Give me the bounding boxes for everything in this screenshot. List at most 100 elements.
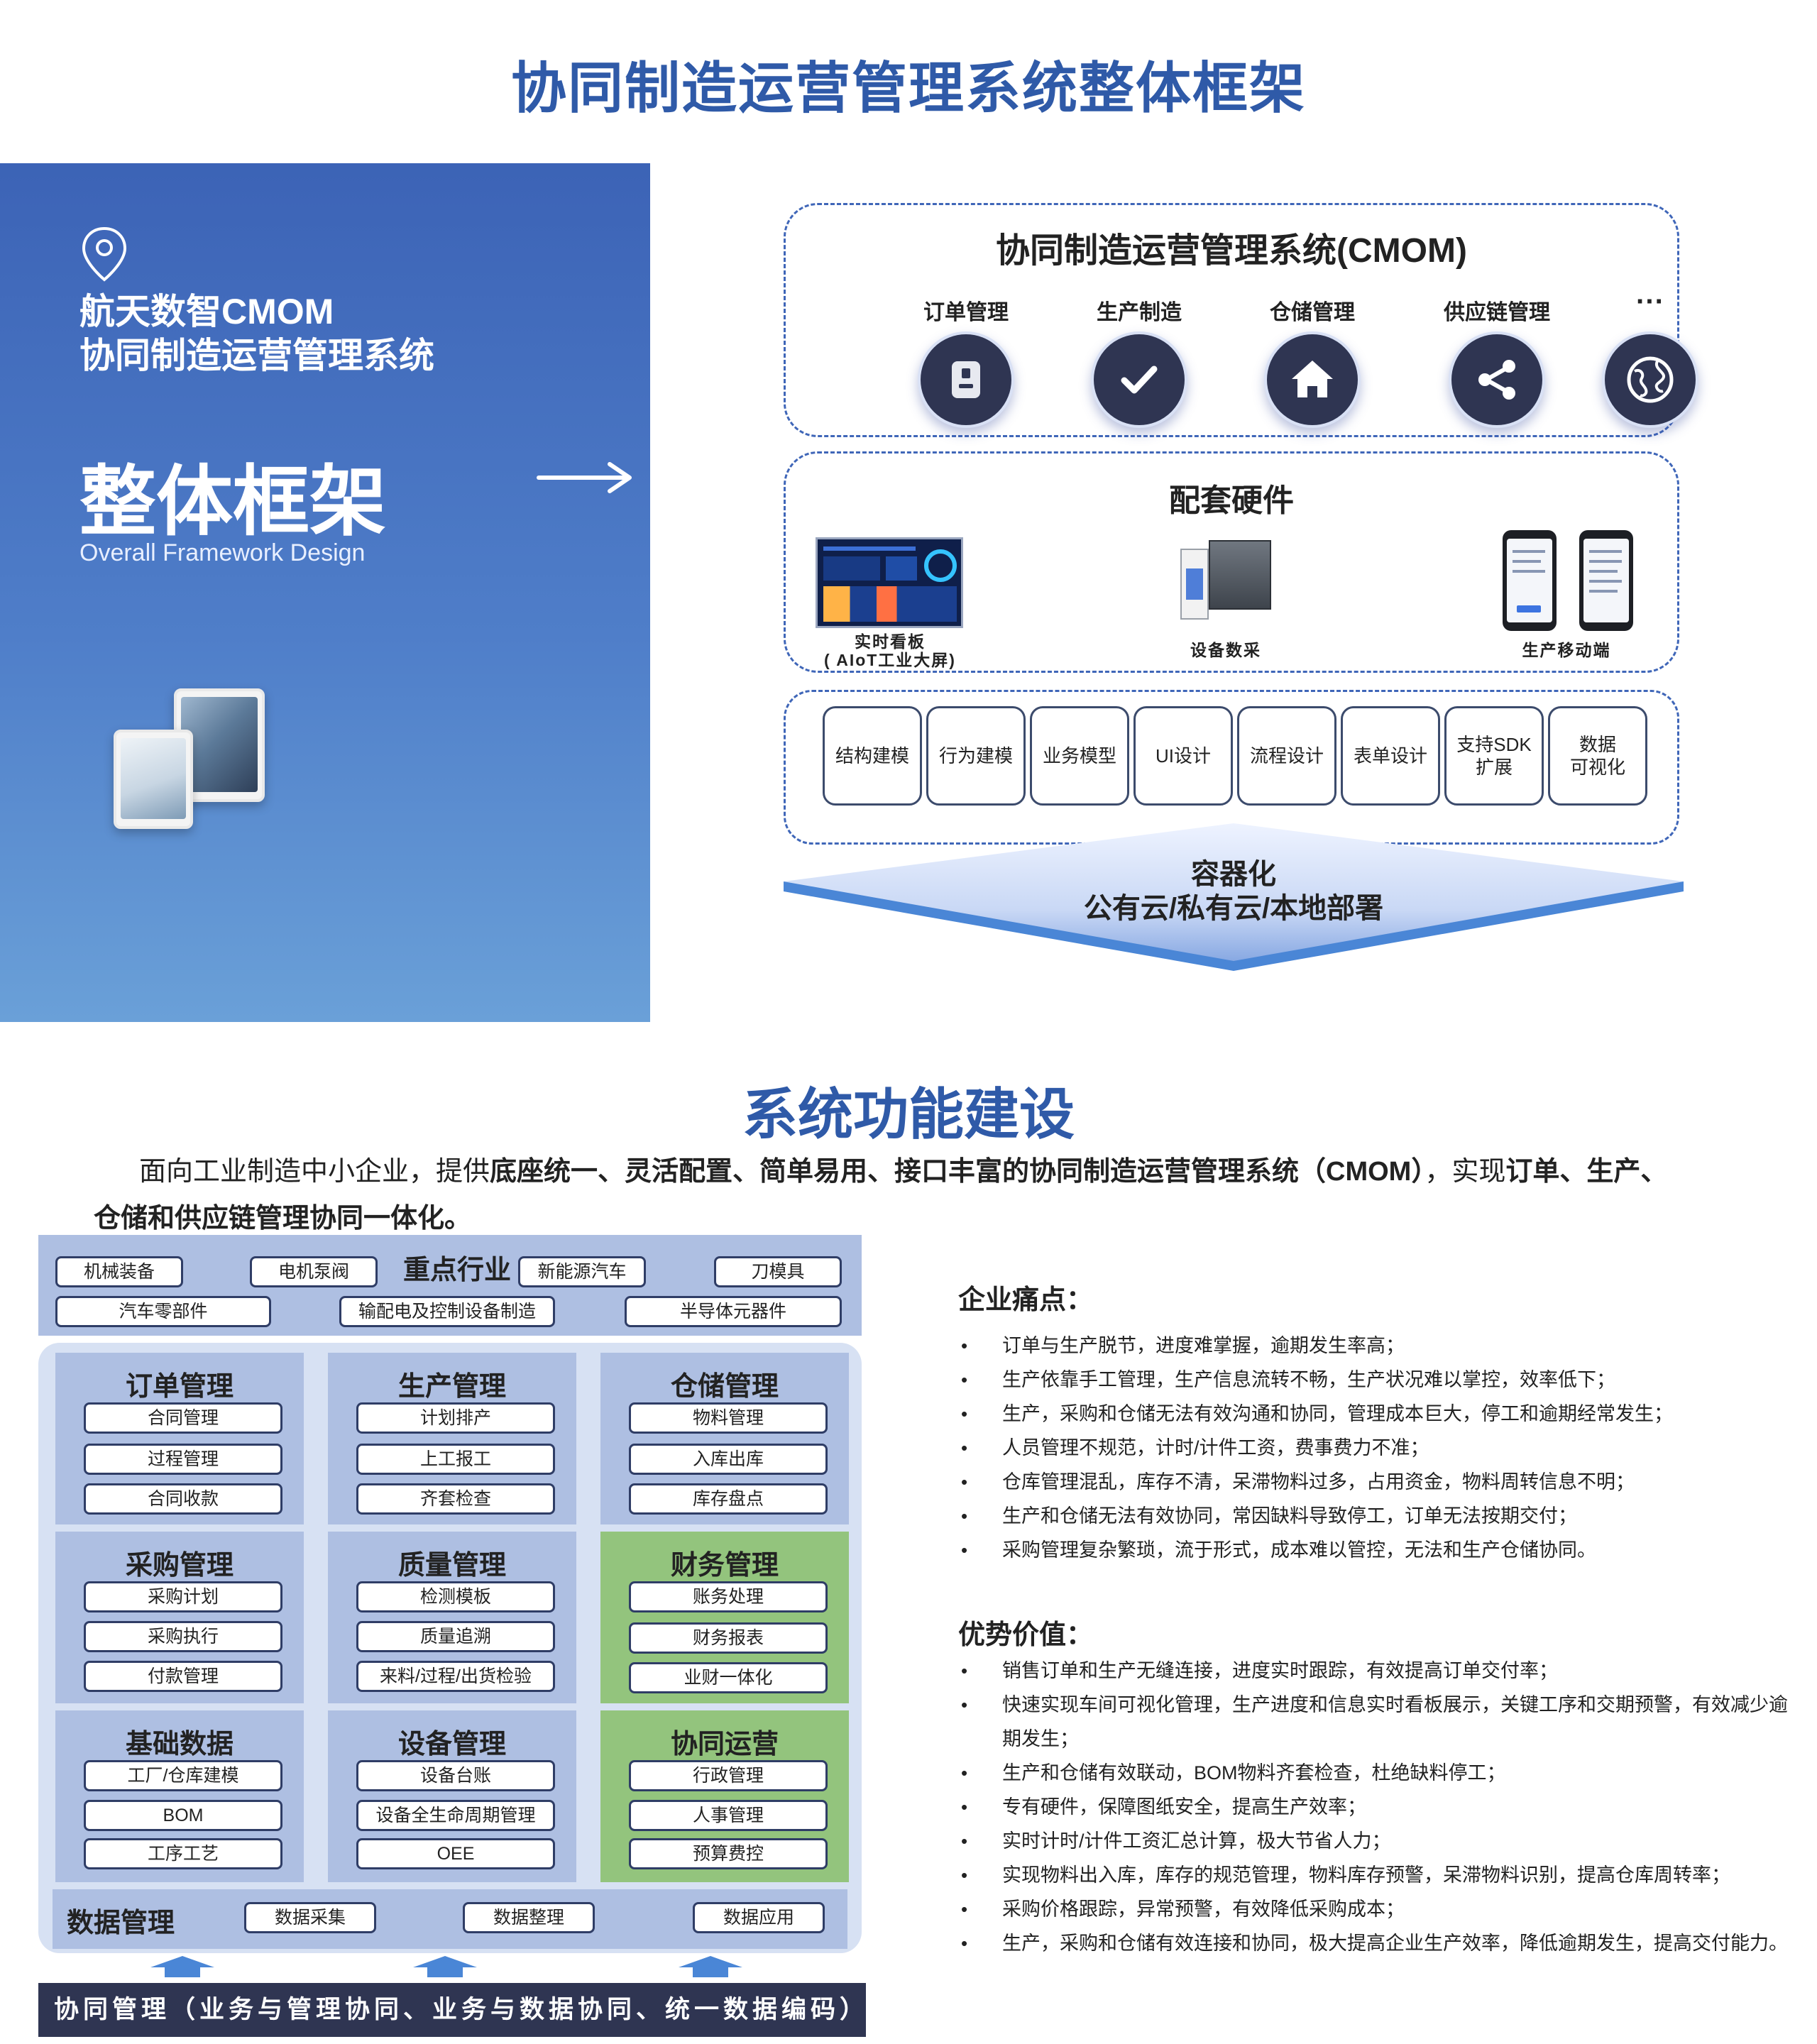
- module-item[interactable]: 财务报表: [629, 1622, 828, 1654]
- module-label-production: 生产制造: [1097, 301, 1182, 324]
- tool-structure-modeling[interactable]: 结构建模: [823, 706, 922, 806]
- module-warehouse-management: 仓储管理 物料管理 入库出库 库存盘点: [600, 1353, 849, 1524]
- up-arrow-icon: [413, 1956, 477, 1977]
- list-item: 采购价格跟踪，异常预警，有效降低采购成本；: [958, 1892, 1803, 1926]
- module-item[interactable]: 入库出库: [629, 1444, 828, 1475]
- cmom-system-box: 协同制造运营管理系统(CMOM) 订单管理 生产制造 仓储管理 供应链管理 ··…: [784, 203, 1698, 437]
- module-label-warehouse: 仓储管理: [1270, 301, 1355, 324]
- industry-tag[interactable]: 新能源汽车: [518, 1256, 646, 1287]
- module-equipment-management: 设备管理 设备台账 设备全生命周期管理 OEE: [328, 1710, 576, 1882]
- list-item: 采购管理复杂繁琐，流于形式，成本难以管控，无法和生产仓储协同。: [958, 1533, 1803, 1567]
- module-item[interactable]: 设备台账: [356, 1760, 555, 1791]
- hardware-caption-dashboard: 实时看板 ( AIoT工业大屏): [824, 632, 956, 669]
- location-pin-icon: [82, 226, 127, 282]
- tool-form-design[interactable]: 表单设计: [1341, 706, 1440, 806]
- list-item: 人员管理不规范，计时/计件工资，费事费力不准；: [958, 1431, 1803, 1465]
- module-item[interactable]: 计划排产: [356, 1402, 555, 1434]
- module-item[interactable]: 账务处理: [629, 1581, 828, 1612]
- module-quality-management: 质量管理 检测模板 质量追溯 来料/过程/出货检验: [328, 1532, 576, 1703]
- industry-tag[interactable]: 汽车零部件: [55, 1296, 271, 1327]
- module-item[interactable]: 齐套检查: [356, 1483, 555, 1515]
- industries-title: 重点行业: [402, 1255, 511, 1285]
- module-item[interactable]: 过程管理: [84, 1444, 282, 1475]
- list-item: 生产和仓储有效联动，BOM物料齐套检查，杜绝缺料停工；: [958, 1756, 1803, 1790]
- tool-business-model[interactable]: 业务模型: [1030, 706, 1129, 806]
- page-title: 协同制造运营管理系统整体框架: [510, 57, 1306, 119]
- aiot-dashboard-image: [816, 537, 963, 628]
- cmom-title: 协同制造运营管理系统(CMOM): [996, 232, 1467, 270]
- module-purchase-management: 采购管理 采购计划 采购执行 付款管理: [55, 1532, 304, 1703]
- order-icon[interactable]: [918, 331, 1014, 428]
- module-item[interactable]: 付款管理: [84, 1661, 282, 1692]
- data-management-item[interactable]: 数据整理: [463, 1902, 595, 1933]
- module-item[interactable]: OEE: [356, 1838, 555, 1869]
- tool-process-design[interactable]: 流程设计: [1237, 706, 1336, 806]
- module-item[interactable]: 业财一体化: [629, 1662, 828, 1693]
- list-item: 实现物料出入库，库存的规范管理，物料库存预警，呆滞物料识别，提高仓库周转率；: [958, 1858, 1803, 1892]
- deployment-text: 容器化 公有云/私有云/本地部署: [1083, 859, 1384, 924]
- module-item[interactable]: 行政管理: [629, 1760, 828, 1791]
- right-arrow-icon: [537, 462, 632, 493]
- data-management-item[interactable]: 数据采集: [244, 1902, 376, 1933]
- tablet-image-front: [114, 730, 193, 829]
- module-collaborative-operation: 协同运营 行政管理 人事管理 预算费控: [600, 1710, 849, 1882]
- section-title: 系统功能建设: [742, 1083, 1075, 1145]
- module-item[interactable]: 合同收款: [84, 1483, 282, 1515]
- data-management-title: 数据管理: [67, 1908, 175, 1938]
- module-item[interactable]: 库存盘点: [629, 1483, 828, 1515]
- list-item: 快速实现车间可视化管理，生产进度和信息实时看板展示，关键工序和交期预警，有效减少…: [958, 1688, 1803, 1756]
- module-item[interactable]: 工序工艺: [84, 1838, 282, 1869]
- data-management-bar: 数据管理 数据采集 数据整理 数据应用: [53, 1889, 847, 1949]
- module-item[interactable]: 上工报工: [356, 1444, 555, 1475]
- check-icon[interactable]: [1091, 331, 1187, 428]
- industry-tag[interactable]: 机械装备: [55, 1256, 183, 1287]
- tool-ui-design[interactable]: UI设计: [1133, 706, 1233, 806]
- industry-tag[interactable]: 输配电及控制设备制造: [339, 1296, 555, 1327]
- industry-tag[interactable]: 半导体元器件: [625, 1296, 842, 1327]
- up-arrow-icon: [679, 1956, 742, 1977]
- module-item[interactable]: 来料/过程/出货检验: [356, 1661, 555, 1692]
- hero-subtitle: Overall Framework Design: [79, 539, 366, 566]
- module-item[interactable]: 检测模板: [356, 1581, 555, 1612]
- hardware-caption-device: 设备数采: [1190, 641, 1261, 659]
- list-item: 生产，采购和仓储无法有效沟通和协同，管理成本巨大，停工和逾期经常发生；: [958, 1397, 1803, 1431]
- module-item[interactable]: 工厂/仓库建模: [84, 1760, 282, 1791]
- module-production-management: 生产管理 计划排产 上工报工 齐套检查: [328, 1353, 576, 1524]
- mobile-phone-image-1: [1503, 530, 1557, 631]
- tool-behavior-modeling[interactable]: 行为建模: [926, 706, 1026, 806]
- module-item[interactable]: 物料管理: [629, 1402, 828, 1434]
- module-item[interactable]: 预算费控: [629, 1838, 828, 1869]
- module-item[interactable]: 合同管理: [84, 1402, 282, 1434]
- module-label-supply-chain: 供应链管理: [1444, 301, 1550, 324]
- module-finance-management: 财务管理 账务处理 财务报表 业财一体化: [600, 1532, 849, 1703]
- advantages-list: 销售订单和生产无缝连接，进度实时跟踪，有效提高订单交付率； 快速实现车间可视化管…: [958, 1654, 1803, 1960]
- home-icon[interactable]: [1264, 331, 1361, 428]
- module-item[interactable]: 采购执行: [84, 1621, 282, 1652]
- module-item[interactable]: 人事管理: [629, 1800, 828, 1831]
- product-name: 航天数智CMOM 协同制造运营管理系统: [79, 290, 434, 378]
- product-name-line1: 航天数智CMOM: [79, 292, 334, 331]
- hero-panel: 航天数智CMOM 协同制造运营管理系统 整体框架 Overall Framewo…: [0, 163, 650, 1022]
- data-management-item[interactable]: 数据应用: [693, 1902, 825, 1933]
- module-item[interactable]: 质量追溯: [356, 1621, 555, 1652]
- list-item: 专有硬件，保障图纸安全，提高生产效率；: [958, 1790, 1803, 1824]
- intro-paragraph: 面向工业制造中小企业，提供底座统一、灵活配置、简单易用、接口丰富的协同制造运营管…: [94, 1157, 1668, 1233]
- module-item[interactable]: 采购计划: [84, 1581, 282, 1612]
- tool-data-visualization[interactable]: 数据可视化: [1548, 706, 1647, 806]
- key-industries-panel: 重点行业 机械装备 电机泵阀 新能源汽车 刀模具 汽车零部件 输配电及控制设备制…: [38, 1235, 862, 1336]
- industry-tag[interactable]: 电机泵阀: [250, 1256, 378, 1287]
- module-label-order: 订单管理: [923, 301, 1009, 324]
- module-item[interactable]: 设备全生命周期管理: [356, 1800, 555, 1831]
- module-item[interactable]: BOM: [84, 1800, 282, 1831]
- industry-tag[interactable]: 刀模具: [714, 1256, 842, 1287]
- module-basic-data: 基础数据 工厂/仓库建模 BOM 工序工艺: [55, 1710, 304, 1882]
- up-arrow-icon: [150, 1956, 214, 1977]
- advantages-title: 优势价值：: [958, 1620, 1094, 1650]
- list-item: 生产，采购和仓储有效连接和协同，极大提高企业生产效率，降低逾期发生，提高交付能力…: [958, 1926, 1803, 1960]
- globe-icon[interactable]: [1602, 331, 1698, 428]
- list-item: 仓库管理混乱，库存不清，呆滞物料过多，占用资金，物料周转信息不明；: [958, 1465, 1803, 1499]
- deployment-platform: 容器化 公有云/私有云/本地部署: [781, 822, 1686, 971]
- share-icon[interactable]: [1449, 331, 1545, 428]
